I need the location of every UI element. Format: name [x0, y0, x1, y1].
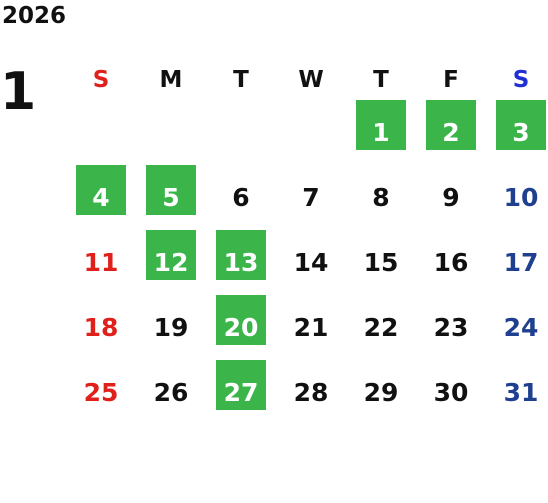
empty-cell: [276, 100, 346, 165]
empty-cell: [136, 100, 206, 165]
empty-cell: [206, 100, 276, 165]
day-cell[interactable]: 15: [346, 230, 416, 295]
day-cell[interactable]: 7: [276, 165, 346, 230]
day-number: 19: [153, 313, 189, 342]
day-cell[interactable]: 24: [486, 295, 548, 360]
day-cell[interactable]: 12: [136, 230, 206, 295]
day-cell[interactable]: 22: [346, 295, 416, 360]
day-number: 2: [442, 118, 460, 147]
day-number: 18: [83, 313, 119, 342]
day-number: 23: [433, 313, 469, 342]
day-number: 10: [503, 183, 539, 212]
day-cell[interactable]: 27: [206, 360, 276, 425]
day-cell[interactable]: 6: [206, 165, 276, 230]
day-number: 12: [153, 248, 189, 277]
day-cell[interactable]: 2: [416, 100, 486, 165]
day-cell[interactable]: 25: [66, 360, 136, 425]
weekday-header-wednesday: W: [298, 67, 324, 93]
day-number: 20: [223, 313, 259, 342]
day-number: 22: [363, 313, 399, 342]
day-number: 29: [363, 378, 399, 407]
month-number: 1: [0, 62, 37, 122]
day-number: 7: [302, 183, 320, 212]
day-cell[interactable]: 20: [206, 295, 276, 360]
year-label: 2026: [2, 3, 67, 29]
day-cell[interactable]: 8: [346, 165, 416, 230]
day-cell[interactable]: 4: [66, 165, 136, 230]
day-number: 21: [293, 313, 329, 342]
day-cell[interactable]: 18: [66, 295, 136, 360]
calendar-grid: S M T W T F S 1 2 3 4 5 6 7 8 9 10 11 12…: [66, 60, 548, 425]
day-cell[interactable]: 19: [136, 295, 206, 360]
day-number: 28: [293, 378, 329, 407]
day-cell[interactable]: 3: [486, 100, 548, 165]
weekday-header-thursday: T: [373, 67, 389, 93]
day-cell[interactable]: 30: [416, 360, 486, 425]
day-cell[interactable]: 21: [276, 295, 346, 360]
day-cell[interactable]: 23: [416, 295, 486, 360]
day-number: 9: [442, 183, 460, 212]
day-cell[interactable]: 11: [66, 230, 136, 295]
day-number: 6: [232, 183, 250, 212]
day-number: 5: [162, 183, 180, 212]
day-cell[interactable]: 17: [486, 230, 548, 295]
day-number: 31: [503, 378, 539, 407]
day-number: 11: [83, 248, 119, 277]
day-number: 3: [512, 118, 530, 147]
day-number: 13: [223, 248, 259, 277]
day-cell[interactable]: 1: [346, 100, 416, 165]
weekday-header-sunday: S: [92, 67, 110, 93]
day-number: 14: [293, 248, 329, 277]
day-cell[interactable]: 14: [276, 230, 346, 295]
day-number: 1: [372, 118, 390, 147]
day-number: 24: [503, 313, 539, 342]
day-cell[interactable]: 29: [346, 360, 416, 425]
day-cell[interactable]: 26: [136, 360, 206, 425]
day-cell[interactable]: 5: [136, 165, 206, 230]
weekday-header-saturday: S: [512, 67, 530, 93]
day-number: 27: [223, 378, 259, 407]
empty-cell: [66, 100, 136, 165]
weekday-header-tuesday: T: [233, 67, 249, 93]
day-number: 17: [503, 248, 539, 277]
day-number: 8: [372, 183, 390, 212]
day-number: 26: [153, 378, 189, 407]
day-cell[interactable]: 28: [276, 360, 346, 425]
day-cell[interactable]: 10: [486, 165, 548, 230]
weekday-header-monday: M: [159, 67, 183, 93]
day-cell[interactable]: 31: [486, 360, 548, 425]
day-number: 4: [92, 183, 110, 212]
day-cell[interactable]: 16: [416, 230, 486, 295]
day-number: 16: [433, 248, 469, 277]
day-cell[interactable]: 13: [206, 230, 276, 295]
day-cell[interactable]: 9: [416, 165, 486, 230]
day-number: 30: [433, 378, 469, 407]
weekday-header-friday: F: [443, 67, 459, 93]
day-number: 15: [363, 248, 399, 277]
day-number: 25: [83, 378, 119, 407]
